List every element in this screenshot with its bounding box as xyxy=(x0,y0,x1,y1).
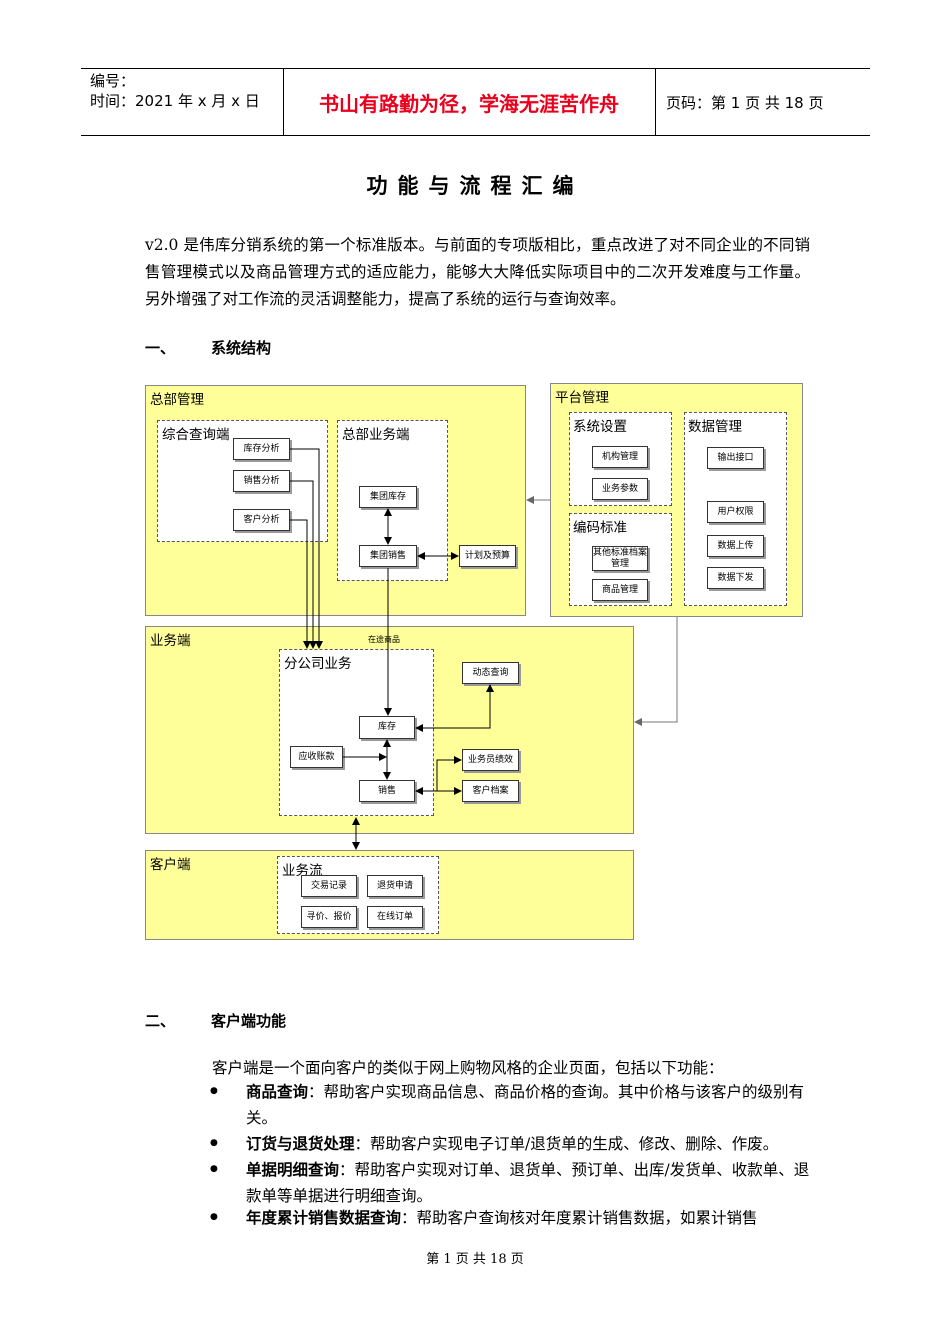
salesperson-performance-node: 业务员绩效 xyxy=(462,749,519,771)
feature-description: ：帮助客户实现商品信息、商品价格的查询。其中价格与该客户的级别有关。 xyxy=(246,1083,805,1127)
header-divider xyxy=(655,68,656,136)
business-params-node: 业务参数 xyxy=(592,478,648,500)
org-management-node: 机构管理 xyxy=(592,446,648,468)
page-footer: 第 1 页 共 18 页 xyxy=(426,1252,524,1267)
data-download-node: 数据下发 xyxy=(707,567,764,589)
connector-arrow xyxy=(290,480,317,649)
feature-term: 单据明细查询 xyxy=(246,1161,340,1179)
document-title: 功能与流程汇编 xyxy=(366,174,584,198)
dynamic-query-node: 动态查询 xyxy=(462,662,519,684)
goods-management-node: 商品管理 xyxy=(592,579,648,601)
bullet-marker: ● xyxy=(210,1138,218,1148)
customer-file-node: 客户档案 xyxy=(462,780,519,802)
connector-arrow xyxy=(415,684,494,732)
connector-arrow xyxy=(290,448,323,649)
inventory-node: 库存 xyxy=(359,716,415,739)
output-interface-node: 输出接口 xyxy=(707,447,764,469)
coding-title: 编码标准 xyxy=(573,520,627,536)
inventory-analysis-node: 库存分析 xyxy=(233,438,290,460)
header-number: 编号： xyxy=(90,72,136,90)
intro-paragraph: v2.0 是伟库分销系统的第一个标准版本。与前面的专项版相比，重点改进了对不同企… xyxy=(145,236,810,308)
return-request-node: 退货申请 xyxy=(367,875,423,897)
header-motto: 书山有路勤为径，学海无涯苦作舟 xyxy=(319,91,619,116)
section-title: 系统结构 xyxy=(211,339,272,357)
list-item: 商品查询：帮助客户实现商品信息、商品价格的查询。其中价格与该客户的级别有关。 xyxy=(246,1079,811,1131)
data-management-title: 数据管理 xyxy=(688,419,742,435)
settings-title: 系统设置 xyxy=(573,419,627,435)
transaction-records-node: 交易记录 xyxy=(301,875,357,897)
group-inventory-node: 集团库存 xyxy=(359,486,417,508)
sales-analysis-node: 销售分析 xyxy=(233,470,290,492)
list-item: 订货与退货处理：帮助客户实现电子订单/退货单的生成、修改、删除、作废。 xyxy=(246,1131,811,1157)
header-divider xyxy=(283,68,284,136)
feature-description: ：帮助客户实现电子订单/退货单的生成、修改、删除、作废。 xyxy=(354,1135,779,1153)
connector-arrow xyxy=(290,519,311,649)
header-meta: 编号： 时间：2021 年 x 月 x 日 xyxy=(90,71,260,111)
bullet-marker: ● xyxy=(210,1164,218,1174)
header-time: 时间：2021 年 x 月 x 日 xyxy=(90,92,260,110)
user-permissions-node: 用户权限 xyxy=(707,501,764,523)
platform-title: 平台管理 xyxy=(555,390,609,406)
section-number: 二、 xyxy=(145,1012,176,1030)
feature-description: ：帮助客户实现对订单、退货单、预订单、出库/发货单、收款单、退款单等单据进行明细… xyxy=(246,1161,810,1205)
connector-arrow xyxy=(634,617,678,726)
bullet-marker: ● xyxy=(210,1212,218,1222)
header-page-number: 页码：第 1 页 共 18 页 xyxy=(666,94,824,112)
inquiry-quote-node: 寻价、报价 xyxy=(301,906,357,928)
header-top-rule xyxy=(81,68,870,69)
sales-node: 销售 xyxy=(359,780,415,802)
feature-term: 商品查询 xyxy=(246,1083,309,1101)
list-item: 单据明细查询：帮助客户实现对订单、退货单、预订单、出库/发货单、收款单、退款单等… xyxy=(246,1157,811,1209)
section-heading-2: 二、 客户端功能 xyxy=(145,1010,286,1031)
client-title: 客户端 xyxy=(150,857,191,873)
other-standards-node: 其他标准档案管理 xyxy=(592,546,648,571)
group-sales-node: 集团销售 xyxy=(359,545,417,567)
header-bottom-rule xyxy=(81,135,870,136)
client-intro-paragraph: 客户端是一个面向客户的类似于网上购物风格的企业页面，包括以下功能： xyxy=(212,1059,724,1077)
customer-analysis-node: 客户分析 xyxy=(233,509,290,531)
receivables-node: 应收账款 xyxy=(290,746,343,768)
feature-description: ：帮助客户查询核对年度累计销售数据，如累计销售 xyxy=(401,1209,758,1227)
online-order-node: 在线订单 xyxy=(367,906,423,928)
business-title: 业务端 xyxy=(150,633,191,649)
bullet-marker: ● xyxy=(210,1086,218,1096)
feature-term: 订货与退货处理 xyxy=(246,1135,355,1153)
hq-business-title: 总部业务端 xyxy=(342,427,410,443)
in-transit-label: 在途商品 xyxy=(368,634,400,645)
section-heading-1: 一、 系统结构 xyxy=(145,337,271,358)
section-title: 客户端功能 xyxy=(211,1012,287,1030)
feature-term: 年度累计销售数据查询 xyxy=(246,1209,402,1227)
branch-title: 分公司业务 xyxy=(284,656,352,672)
section-number: 一、 xyxy=(145,339,176,357)
hq-title: 总部管理 xyxy=(150,392,204,408)
connector-arrow xyxy=(436,756,462,791)
query-title: 综合查询端 xyxy=(162,427,230,443)
page-header: 编号： 时间：2021 年 x 月 x 日 书山有路勤为径，学海无涯苦作舟 页码… xyxy=(81,68,870,136)
list-item: 年度累计销售数据查询：帮助客户查询核对年度累计销售数据，如累计销售 xyxy=(246,1205,811,1231)
plan-budget-node: 计划及预算 xyxy=(459,545,516,567)
data-upload-node: 数据上传 xyxy=(707,535,764,557)
